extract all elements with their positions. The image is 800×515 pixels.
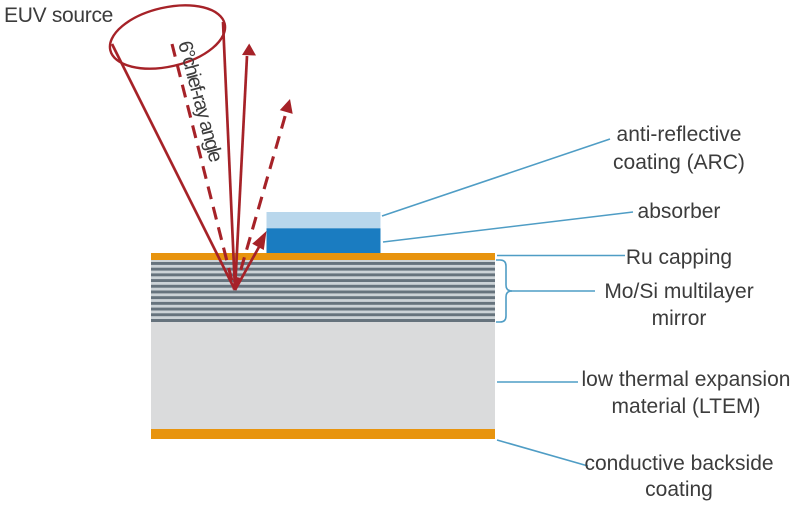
svg-text:anti-reflective: anti-reflective	[617, 123, 742, 146]
svg-text:6°chief-ray angle: 6°chief-ray angle	[173, 39, 226, 165]
svg-text:coating (ARC): coating (ARC)	[613, 151, 745, 174]
svg-text:material (LTEM): material (LTEM)	[612, 395, 761, 418]
svg-text:coating: coating	[645, 478, 713, 501]
svg-text:mirror: mirror	[652, 307, 707, 330]
svg-text:Mo/Si multilayer: Mo/Si multilayer	[604, 280, 753, 303]
svg-text:absorber: absorber	[638, 200, 721, 223]
svg-text:conductive backside: conductive backside	[584, 452, 773, 475]
svg-text:Ru capping: Ru capping	[626, 246, 732, 269]
svg-text:low thermal expansion: low thermal expansion	[582, 368, 791, 391]
svg-text:EUV source: EUV source	[4, 4, 113, 27]
